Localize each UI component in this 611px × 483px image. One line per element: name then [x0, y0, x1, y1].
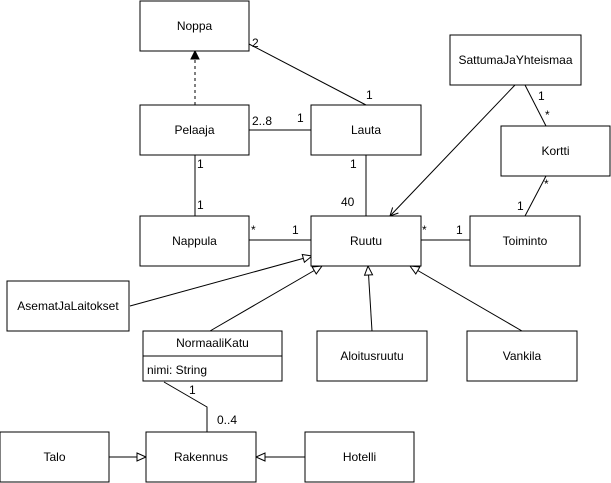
class-sattuma-ja-yhteismaa-name: SattumaJaYhteismaa [458, 53, 572, 67]
class-asemat-ja-laitokset[interactable]: AsematJaLaitokset [6, 280, 130, 332]
mult-kortti-toiminto-kortti: * [544, 177, 549, 191]
mult-lauta-ruutu-ruutu: 40 [341, 195, 355, 209]
mult-ruutu-toiminto-ruutu: * [422, 223, 427, 237]
class-kortti[interactable]: Kortti [500, 125, 611, 177]
class-nappula-name: Nappula [172, 234, 217, 248]
mult-lauta-ruutu-lauta: 1 [350, 157, 357, 171]
mult-noppa-lauta-noppa: 2 [252, 36, 259, 50]
class-noppa[interactable]: Noppa [139, 0, 250, 52]
class-vankila-name: Vankila [503, 349, 542, 363]
mult-normaali-rakennus-normaali: 1 [189, 383, 196, 397]
class-sattuma-ja-yhteismaa[interactable]: SattumaJaYhteismaa [449, 34, 582, 86]
mult-sattuma-kortti-kortti: * [545, 108, 550, 122]
edge-sattuma-ruutu [390, 84, 516, 216]
class-lauta-name: Lauta [351, 123, 381, 137]
class-toiminto-name: Toiminto [503, 234, 548, 248]
edge-aloitus-ruutu-generalization [363, 264, 374, 332]
edge-noppa-lauta [248, 43, 367, 106]
class-normaali-katu[interactable]: NormaaliKatu nimi: String [142, 330, 283, 382]
class-vankila[interactable]: Vankila [466, 330, 578, 382]
mult-kortti-toiminto-toiminto: 1 [517, 199, 524, 213]
class-lauta[interactable]: Lauta [310, 104, 422, 156]
mult-pelaaja-nappula-pelaaja: 1 [197, 157, 204, 171]
class-normaali-katu-attribute: nimi: String [147, 363, 207, 377]
class-aloitusruutu-name: Aloitusruutu [340, 349, 403, 363]
edge-vankila-ruutu-generalization [408, 265, 523, 332]
class-rakennus-name: Rakennus [174, 450, 228, 464]
mult-pelaaja-lauta-lauta: 1 [297, 111, 304, 125]
class-nappula[interactable]: Nappula [139, 215, 250, 267]
mult-sattuma-kortti-sattuma: 1 [538, 89, 545, 103]
mult-ruutu-toiminto-toiminto: 1 [456, 223, 463, 237]
class-kortti-name: Kortti [541, 144, 569, 158]
edge-normaali-ruutu-generalization [209, 265, 324, 332]
edge-normaali-rakennus [163, 381, 208, 432]
class-ruutu[interactable]: Ruutu [310, 215, 422, 267]
class-hotelli-name: Hotelli [343, 450, 376, 464]
mult-pelaaja-lauta-pelaaja: 2..8 [252, 114, 272, 128]
class-talo[interactable]: Talo [0, 431, 110, 483]
class-toiminto[interactable]: Toiminto [469, 215, 581, 267]
class-talo-name: Talo [43, 450, 65, 464]
class-ruutu-name: Ruutu [350, 234, 382, 248]
class-rakennus[interactable]: Rakennus [145, 431, 257, 483]
class-aloitusruutu[interactable]: Aloitusruutu [316, 330, 428, 382]
edge-asemat-ruutu-generalization [129, 253, 314, 307]
multiplicity-labels: 2 1 2..8 1 1 * * 1 1 1 1 40 * 1 * 1 1 0.… [189, 36, 550, 427]
class-normaali-katu-name: NormaaliKatu [176, 336, 249, 350]
mult-normaali-rakennus-rakennus: 0..4 [217, 413, 237, 427]
mult-nappula-ruutu-nappula: * [251, 223, 256, 237]
mult-pelaaja-nappula-nappula: 1 [197, 198, 204, 212]
edges [109, 43, 547, 462]
class-hotelli[interactable]: Hotelli [304, 431, 415, 483]
edge-kortti-toiminto [524, 175, 547, 217]
class-asemat-ja-laitokset-name: AsematJaLaitokset [17, 299, 119, 313]
class-pelaaja[interactable]: Pelaaja [139, 104, 250, 156]
mult-noppa-lauta-lauta: 1 [366, 88, 373, 102]
class-pelaaja-name: Pelaaja [174, 123, 214, 137]
mult-nappula-ruutu-ruutu: 1 [292, 223, 299, 237]
class-noppa-name: Noppa [177, 19, 213, 33]
edge-sattuma-kortti [524, 84, 547, 127]
